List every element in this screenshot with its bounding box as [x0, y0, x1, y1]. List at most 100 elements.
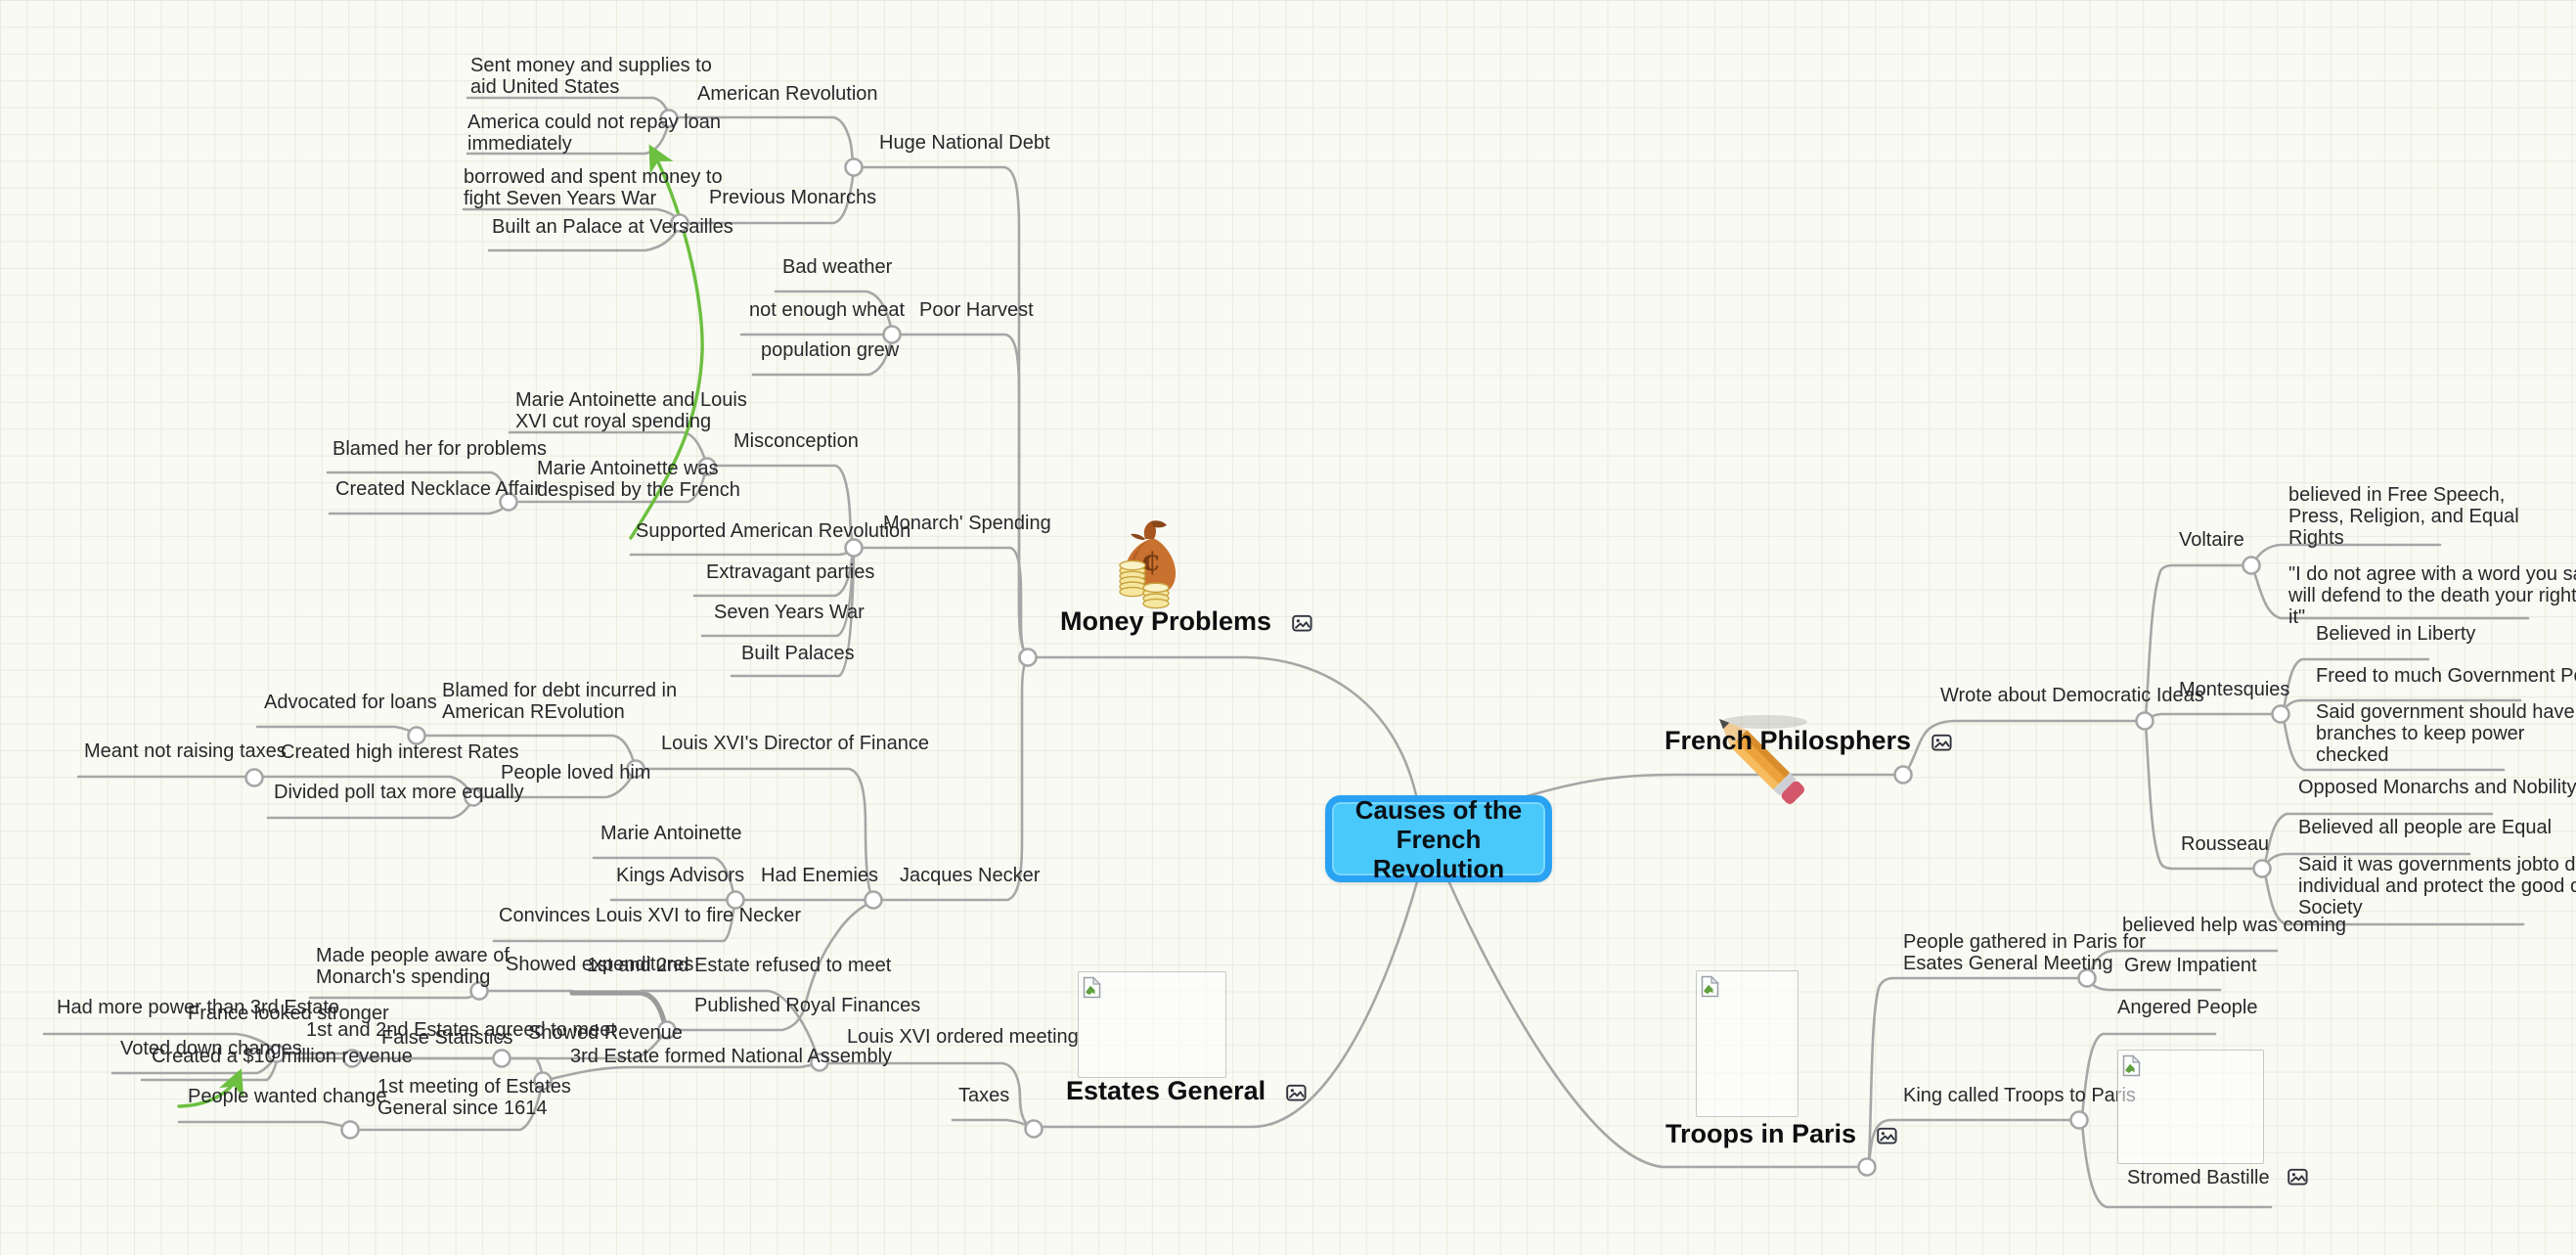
mindmap-node-american-revolution[interactable]: American Revolution — [697, 83, 878, 105]
mindmap-node-refused-to-meet[interactable]: 1st and 2nd Estate refused to meet — [587, 955, 891, 976]
mindmap-node-believed-help-coming[interactable]: believed help was coming — [2122, 915, 2346, 936]
mindmap-node-louis-director-finance[interactable]: Louis XVI's Director of Finance — [661, 733, 929, 754]
photo-icon[interactable] — [2287, 1168, 2308, 1186]
mindmap-node-had-enemies[interactable]: Had Enemies — [761, 865, 878, 886]
mindmap-node-believed-all-equal[interactable]: Believed all people are Equal — [2298, 817, 2552, 838]
mindmap-node-population-grew[interactable]: population grew — [761, 339, 899, 361]
mindmap-node-poor-harvest[interactable]: Poor Harvest — [919, 299, 1034, 321]
junction-dot — [1018, 648, 1038, 667]
connector-marie-antoinette — [592, 856, 736, 899]
photo-icon[interactable] — [1291, 614, 1312, 632]
mindmap-node-people-wanted-change[interactable]: People wanted change — [188, 1086, 387, 1107]
mindmap-node-created-high-interest[interactable]: Created high interest Rates — [281, 741, 518, 763]
mindmap-node-misconception[interactable]: Misconception — [733, 430, 859, 452]
mindmap-node-agreed-to-meet[interactable]: 1st and 2nd Estates agreed to meet — [306, 1019, 616, 1041]
node-label: Meant not raising taxes — [84, 740, 287, 762]
mindmap-node-said-governments-job[interactable]: Said it was governments jobto defendindi… — [2298, 854, 2576, 919]
mindmap-node-freed-to-much-power[interactable]: Freed to much Government Power — [2316, 665, 2576, 687]
connector-first-meeting — [348, 1084, 544, 1132]
mindmap-node-believed-free-speech[interactable]: believed in Free Speech,Press, Religion,… — [2288, 484, 2519, 549]
mindmap-node-not-enough-wheat[interactable]: not enough wheat — [749, 299, 905, 321]
mindmap-node-opposed-monarchs[interactable]: Opposed Monarchs and Nobility — [2298, 777, 2576, 798]
mindmap-node-kings-advisors[interactable]: Kings Advisors — [616, 865, 744, 886]
connector-montesquies — [2144, 712, 2280, 726]
mindmap-node-marie-antoinette[interactable]: Marie Antoinette — [600, 823, 742, 844]
mindmap-node-monarch-spending[interactable]: Monarch' Spending — [883, 513, 1051, 534]
mindmap-node-extravagant-parties[interactable]: Extravagant parties — [706, 561, 874, 583]
mindmap-node-divided-poll-tax[interactable]: Divided poll tax more equally — [274, 782, 524, 803]
mindmap-node-voltaire-quote[interactable]: "I do not agree with a word you say, but… — [2288, 563, 2576, 628]
mindmap-node-stromed-bastille[interactable]: Stromed Bastille — [2127, 1167, 2308, 1188]
mindmap-node-created-necklace-affair[interactable]: Created Necklace Affair — [335, 478, 541, 500]
connector-troops-in-paris — [1445, 876, 1869, 1169]
mindmap-node-money-problems[interactable]: Money Problems — [1060, 607, 1312, 636]
mindmap-node-showed-expenditures[interactable]: Showed expenditures — [506, 954, 693, 975]
mindmap-node-advocated-for-loans[interactable]: Advocated for loans — [264, 692, 437, 713]
estates-general-image[interactable] — [1078, 971, 1226, 1078]
mindmap-node-blamed-her[interactable]: Blamed her for problems — [333, 438, 547, 460]
mindmap-node-taxes[interactable]: Taxes — [958, 1085, 1009, 1106]
mindmap-node-louis-ordered-meeting[interactable]: Louis XVI ordered meeting — [847, 1026, 1079, 1048]
mindmap-node-seven-years-war[interactable]: Seven Years War — [714, 602, 865, 623]
mindmap-node-voltaire[interactable]: Voltaire — [2179, 529, 2244, 551]
mindmap-node-huge-national-debt[interactable]: Huge National Debt — [879, 132, 1050, 154]
pencil-image[interactable] — [1711, 711, 1807, 807]
root-node[interactable]: Causes of the French Revolution — [1325, 795, 1552, 883]
mindmap-node-showed-revenue[interactable]: Showed Revenue — [528, 1022, 683, 1044]
mindmap-node-published-royal-finances[interactable]: Published Royal Finances — [694, 995, 920, 1016]
mindmap-node-jacques-necker[interactable]: Jacques Necker — [900, 865, 1040, 886]
mindmap-node-estates-general[interactable]: Estates General — [1066, 1077, 1307, 1105]
mindmap-node-had-more-power[interactable]: Had more power than 3rd Estate — [57, 997, 339, 1018]
node-label: False Statistics — [381, 1027, 513, 1049]
node-label: 1st and 2nd Estate refused to meet — [587, 955, 892, 976]
mindmap-node-angered-people[interactable]: Angered People — [2117, 997, 2257, 1018]
mindmap-node-france-looked-stronger[interactable]: France looked stronger — [188, 1003, 389, 1024]
junction-dot — [2135, 711, 2154, 731]
connector-taxes — [951, 1118, 1035, 1131]
connector-previous-monarchs — [678, 168, 856, 225]
mindmap-node-montesquies[interactable]: Montesquies — [2179, 679, 2289, 700]
mindmap-node-king-called-troops[interactable]: King called Troops to Paris — [1903, 1085, 2136, 1106]
mindmap-node-supported-american-revolution[interactable]: Supported American Revolution — [636, 520, 910, 542]
junction-dot — [342, 1049, 362, 1068]
money-bag-image[interactable]: ¢ — [1119, 520, 1177, 609]
mindmap-node-built-palaces[interactable]: Built Palaces — [741, 643, 855, 664]
node-label: Poor Harvest — [919, 299, 1034, 321]
mindmap-node-believed-in-liberty[interactable]: Believed in Liberty — [2316, 623, 2475, 645]
stromed-bastille-image[interactable] — [2117, 1050, 2264, 1164]
mindmap-node-wrote-democratic-ideas[interactable]: Wrote about Democratic Ideas — [1940, 685, 2204, 706]
mindmap-node-built-an-palace[interactable]: Built an Palace at Versailles — [492, 216, 733, 238]
mindmap-node-meant-not-raising-taxes[interactable]: Meant not raising taxes — [84, 740, 287, 762]
mindmap-node-people-loved-him[interactable]: People loved him — [501, 762, 650, 784]
mindmap-node-created-10-million[interactable]: Created a $10 million revenue — [152, 1046, 413, 1067]
photo-icon[interactable] — [1931, 734, 1952, 751]
connector-rousseau — [2144, 723, 2261, 871]
mindmap-node-false-statistics[interactable]: False Statistics — [381, 1027, 512, 1049]
troops-in-paris-image[interactable] — [1696, 970, 1799, 1117]
relation-supported-to-repay[interactable] — [629, 144, 704, 540]
mindmap-node-french-philosphers[interactable]: French Philosphers — [1665, 727, 1952, 755]
relation-wanted-change-to-revenue[interactable] — [177, 1068, 244, 1108]
node-label: Said it was governments jobto defend — [2298, 854, 2576, 875]
mindmap-node-previous-monarchs[interactable]: Previous Monarchs — [709, 187, 876, 208]
photo-icon[interactable] — [1876, 1127, 1897, 1144]
mindmap-node-third-estate-formed[interactable]: 3rd Estate formed National Assembly — [570, 1046, 892, 1067]
mindmap-node-convinces-fire-necker[interactable]: Convinces Louis XVI to fire Necker — [499, 905, 801, 926]
mindmap-node-voted-down-changes[interactable]: Voted down changes — [120, 1038, 302, 1059]
mindmap-node-grew-impatient[interactable]: Grew Impatient — [2124, 955, 2257, 976]
mindmap-node-troops-in-paris[interactable]: Troops in Paris — [1666, 1120, 1897, 1148]
mindmap-node-bad-weather[interactable]: Bad weather — [782, 256, 892, 278]
mindmap-node-rousseau[interactable]: Rousseau — [2181, 833, 2269, 855]
photo-icon[interactable] — [1285, 1084, 1307, 1101]
